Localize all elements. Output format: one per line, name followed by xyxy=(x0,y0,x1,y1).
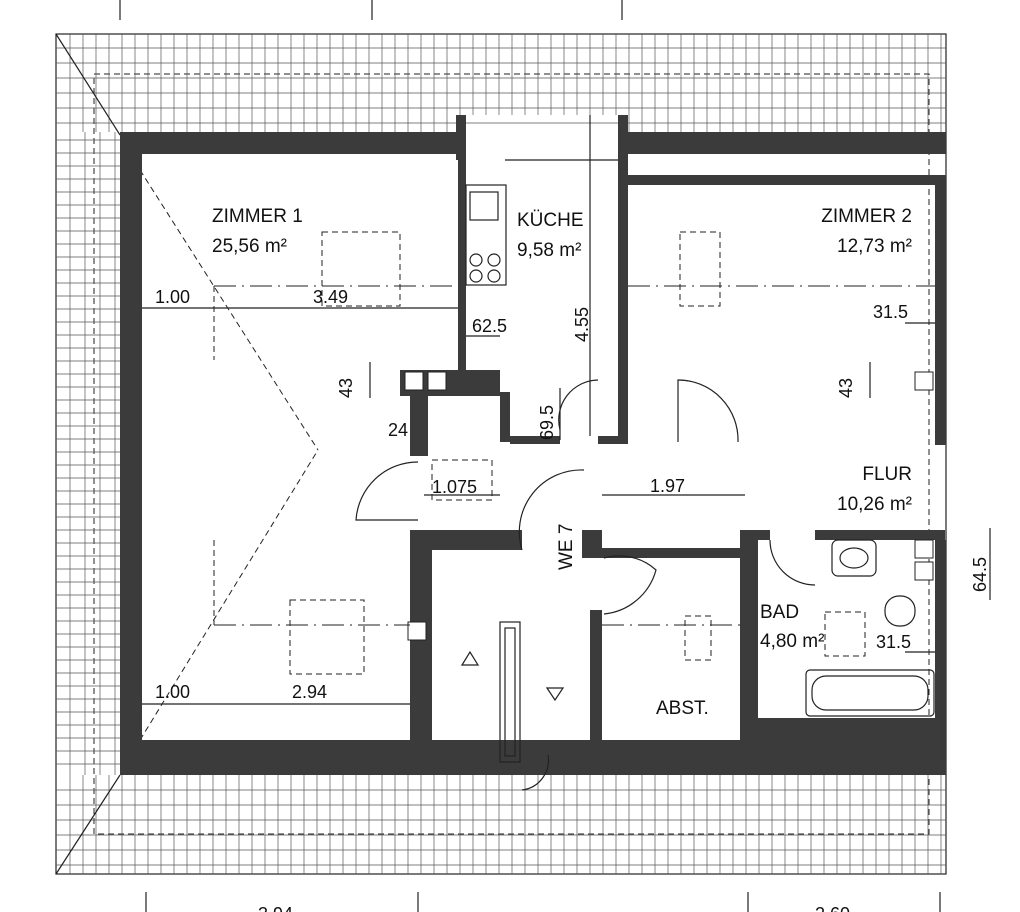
dimension-lines xyxy=(119,0,991,912)
zimmer1-name: ZIMMER 1 xyxy=(212,206,303,227)
dim-bottom-right-partial: 2.60 xyxy=(815,904,850,912)
roof-hip-lines xyxy=(55,33,319,875)
abst-name: ABST. xyxy=(656,698,709,719)
dim-z2-sill: 43 xyxy=(836,378,856,398)
bad-name: BAD xyxy=(760,602,799,623)
dim-hall-small: 24 xyxy=(388,420,408,440)
kueche-name: KÜCHE xyxy=(517,210,584,231)
roof-outline xyxy=(55,33,947,875)
dim-hall-left: 1.075 xyxy=(432,477,477,497)
doors xyxy=(355,379,816,615)
kueche-area: 9,58 m² xyxy=(517,240,581,261)
dim-bath-right: 31.5 xyxy=(876,632,911,652)
roof-windows xyxy=(289,231,866,675)
roof-eave-dashed xyxy=(93,73,930,835)
dim-z1-sill: 43 xyxy=(336,378,356,398)
knee-wall-lines xyxy=(213,285,935,626)
dim-z1-top-left: 1.00 xyxy=(155,287,190,307)
dim-bath-side: 64.5 xyxy=(970,557,990,592)
walls xyxy=(120,115,946,775)
dim-z1-bottom-width: 2.94 xyxy=(292,682,327,702)
dim-bottom-left-partial: 3.94 xyxy=(258,904,293,912)
flur-area: 10,26 m² xyxy=(837,494,912,515)
dim-hall-mid: 1.97 xyxy=(650,476,685,496)
bad-area: 4,80 m² xyxy=(760,631,824,652)
dim-z1-top-width: 3.49 xyxy=(313,287,348,307)
zimmer2-name: ZIMMER 2 xyxy=(821,206,912,227)
staircase xyxy=(460,621,565,791)
roof-tiles xyxy=(56,34,946,874)
flur-name: FLUR xyxy=(862,464,912,485)
dim-kitchen-width: 62.5 xyxy=(472,316,507,336)
zimmer1-area: 25,56 m² xyxy=(212,236,287,257)
dim-z1-bottom-left: 1.00 xyxy=(155,682,190,702)
dim-z2-right: 31.5 xyxy=(873,302,908,322)
zimmer2-area: 12,73 m² xyxy=(837,236,912,257)
unit-name: WE 7 xyxy=(556,524,577,570)
chimney-blocks xyxy=(404,371,934,641)
dim-kitchen-height: 4.55 xyxy=(572,307,592,342)
bath-fixtures xyxy=(805,539,935,717)
dim-kitchen-door: 69.5 xyxy=(537,405,557,440)
kitchen-counter xyxy=(465,115,618,436)
